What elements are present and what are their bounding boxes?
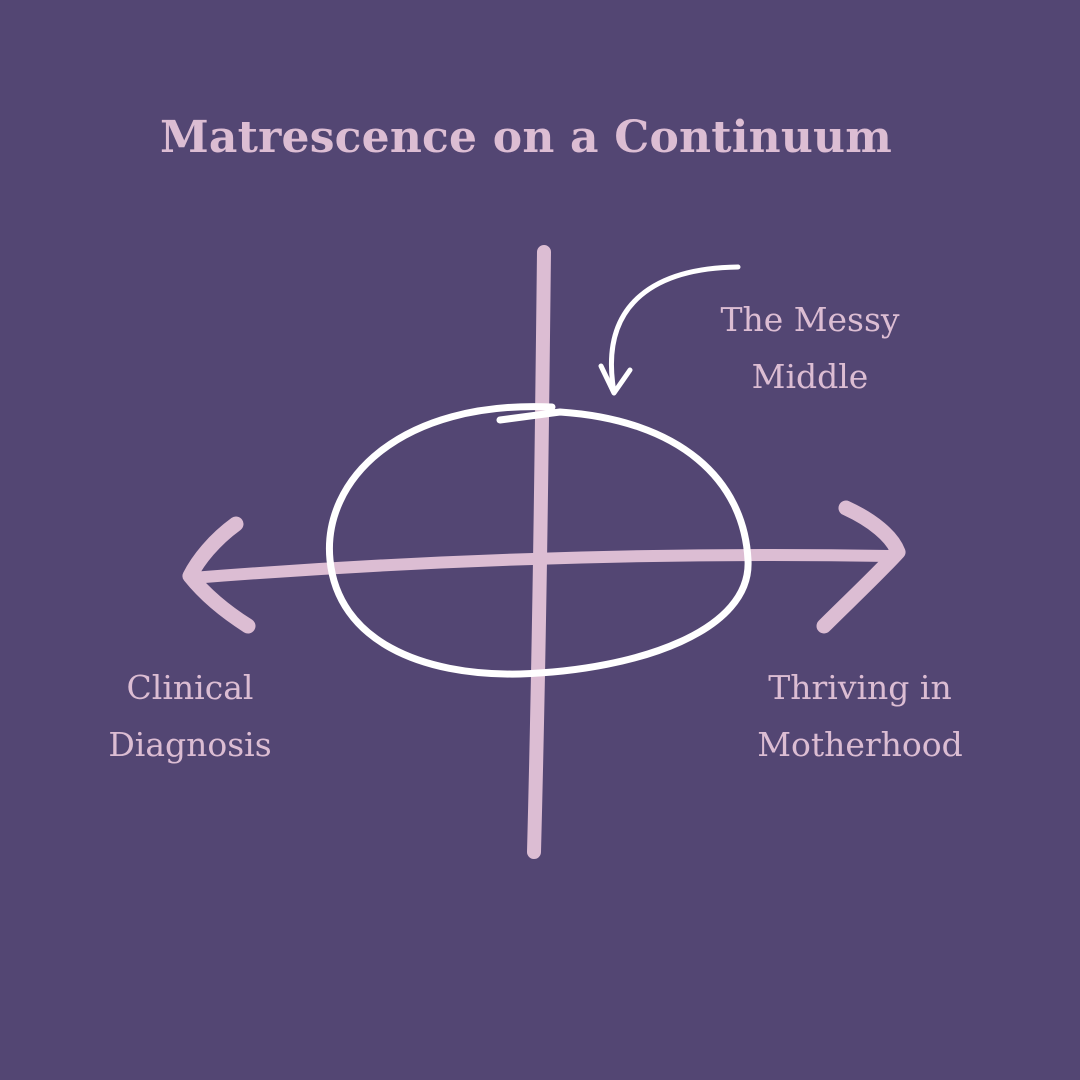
right-end-line-1: Thriving in xyxy=(768,668,952,707)
vertical-axis xyxy=(527,245,551,859)
left-end-label: Clinical Diagnosis xyxy=(90,659,290,773)
pointer-arrow xyxy=(609,264,741,395)
continuum-line xyxy=(186,548,898,584)
messy-middle-ellipse xyxy=(325,403,752,678)
right-end-label: Thriving in Motherhood xyxy=(740,659,980,773)
messy-middle-label: The Messy Middle xyxy=(700,291,920,405)
left-end-line-2: Diagnosis xyxy=(108,725,272,764)
right-arrowhead xyxy=(816,500,906,634)
messy-middle-line-1: The Messy xyxy=(720,300,900,339)
left-arrowhead xyxy=(182,516,256,634)
diagram-title: Matrescence on a Continuum xyxy=(160,112,892,163)
left-end-line-1: Clinical xyxy=(126,668,254,707)
messy-middle-line-2: Middle xyxy=(751,357,869,396)
pointer-arrowhead xyxy=(598,363,633,396)
right-end-line-2: Motherhood xyxy=(757,725,963,764)
